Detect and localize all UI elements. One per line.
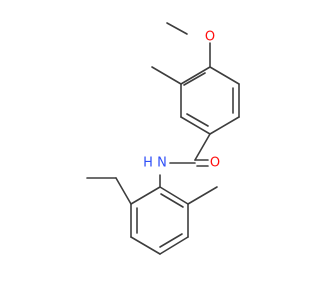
bond-ring2-a: [159, 186, 189, 205]
bond-ring2-a-inner: [160, 193, 184, 208]
bond-ring1-methyl: [151, 66, 182, 85]
carbonyl-oxygen-label: O: [210, 156, 220, 171]
methoxy-oxygen-label: O: [205, 30, 215, 45]
amide-nitrogen-label: N: [157, 156, 167, 171]
amide-hydrogen-label: H: [143, 156, 153, 171]
bond-ethyl-1: [115, 177, 132, 205]
bond-ring1-d: [209, 116, 240, 135]
bond-ring-carbonyl: [194, 133, 211, 161]
bond-ring2-f: [130, 186, 161, 205]
bond-ring1-f: [209, 66, 240, 85]
bond-ring2-d: [130, 236, 161, 255]
bond-ring1-a-inner: [183, 72, 206, 86]
bond-ring2-methyl: [187, 186, 218, 205]
bond-ring2-c-inner: [159, 233, 183, 248]
bond-ring1-c: [180, 116, 211, 135]
bond-ring1-c-inner: [186, 113, 209, 127]
bond-ring1-a: [180, 66, 211, 85]
bond-ring2-c: [159, 236, 189, 255]
bond-methoxy-methyl: [166, 22, 188, 35]
structure-diagram: O O N H: [86, 22, 240, 255]
